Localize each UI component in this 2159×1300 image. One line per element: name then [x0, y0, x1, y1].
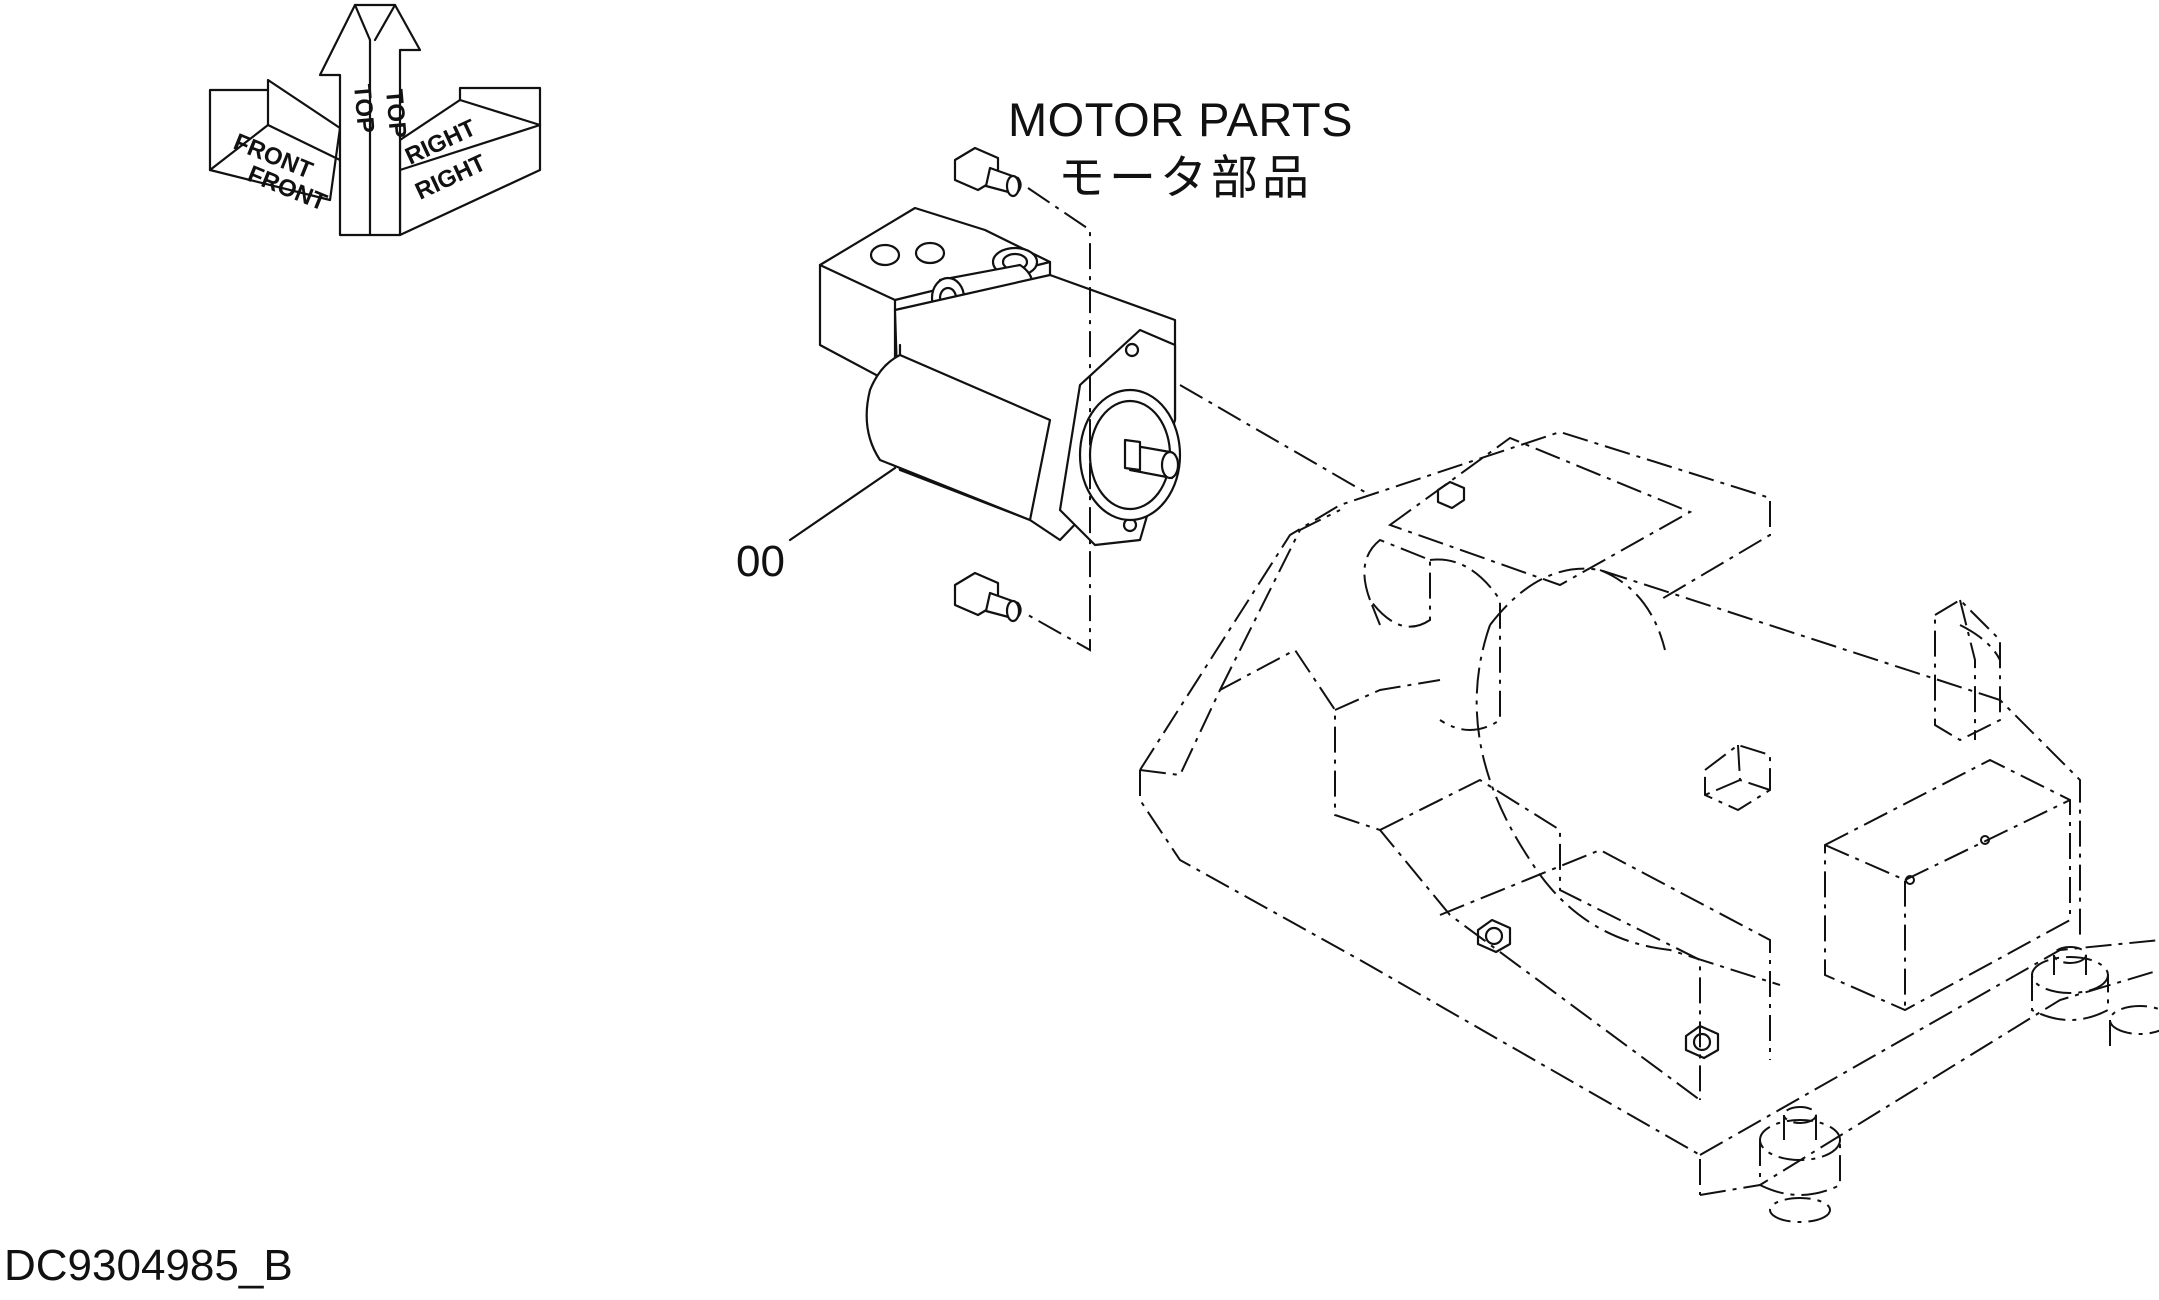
title-japanese: モータ部品	[1058, 151, 1313, 204]
drawing-number: DC9304985_B	[4, 1241, 293, 1290]
frame-nut-icon	[1476, 918, 1512, 954]
motor-base-frame-icon	[1139, 430, 2159, 1223]
top-label: TOP	[348, 83, 379, 134]
vibration-mount-icon	[2109, 1005, 2159, 1050]
vibration-mount-icon	[1759, 1106, 1841, 1223]
callout-leader	[788, 466, 897, 542]
orientation-indicator: FRONT FRONT TOP TOP RIGHT RIGHT	[208, 3, 542, 237]
lower-bolt-icon	[953, 571, 1022, 623]
pump-unit-icon	[818, 206, 1182, 547]
upper-bolt-icon	[953, 146, 1022, 198]
bolt-alignment-line	[1027, 187, 1091, 652]
pump-alignment-line	[1179, 384, 1371, 496]
top-label: TOP	[380, 88, 411, 139]
right-arrow-icon	[398, 86, 542, 237]
title-english: MOTOR PARTS	[1008, 93, 1353, 146]
frame-nut-icon	[1436, 480, 1466, 510]
part-callout-label: 00	[736, 537, 785, 586]
vibration-mount-icon	[2031, 946, 2109, 1021]
top-arrow-icon	[318, 3, 422, 237]
frame-nut-icon	[1684, 1024, 1720, 1060]
